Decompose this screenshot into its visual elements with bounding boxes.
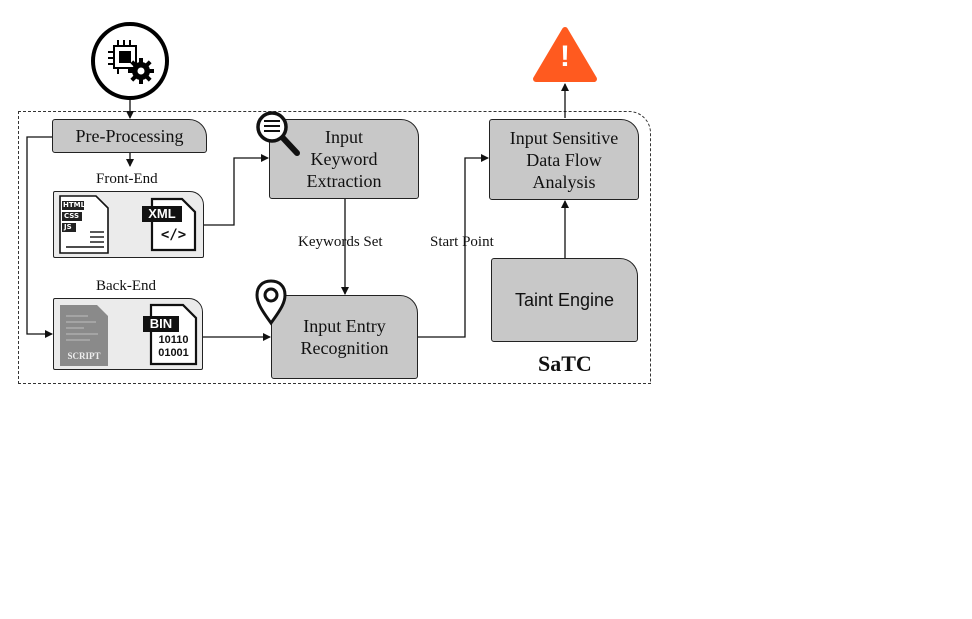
css-tag: CSS [64,212,80,220]
taint-engine-label: Taint Engine [514,290,615,310]
keyword-line-1: Input [325,127,363,147]
keyword-line-2: Keyword [310,149,378,169]
front-end-label: Front-End [96,171,158,187]
entry-line-1: Input Entry [303,316,386,336]
script-label: SCRIPT [67,351,101,361]
entry-line-2: Recognition [300,338,389,358]
dataflow-line-3: Analysis [532,171,596,192]
arrow-frontend-to-keyword [204,154,269,226]
bin-label: BIN [149,316,173,331]
xml-label: XML [148,206,176,221]
start-point-label: Start Point [430,234,494,250]
warning-mark: ! [560,40,570,73]
arrow-entry-to-dataflow [418,154,489,338]
dataflow-line-1: Input Sensitive [509,127,619,148]
pre-processing-label: Pre-Processing [75,126,184,146]
bin-digits-row-2: 01001 [158,347,189,359]
pre-processing-box: Pre-Processing [52,119,207,153]
arrow-preprocessing-to-backend [26,136,53,338]
input-keyword-extraction-box: Input Keyword Extraction [269,119,419,199]
keyword-line-3: Extraction [306,171,382,191]
input-entry-recognition-box: Input Entry Recognition [271,295,418,379]
html-tag: HTML [63,201,86,209]
taint-engine-box: Taint Engine [491,258,638,342]
system-name: SaTC [538,351,592,376]
bin-digits-row-1: 10110 [158,334,189,346]
input-sensitive-data-flow-box: Input Sensitive Data Flow Analysis [489,119,639,200]
js-tag: JS [64,223,72,231]
back-end-label: Back-End [96,278,156,294]
keywords-set-label: Keywords Set [298,234,383,250]
xml-code-symbol: </> [160,227,187,243]
dataflow-line-2: Data Flow [526,149,602,170]
satc-system-boundary [18,111,651,384]
